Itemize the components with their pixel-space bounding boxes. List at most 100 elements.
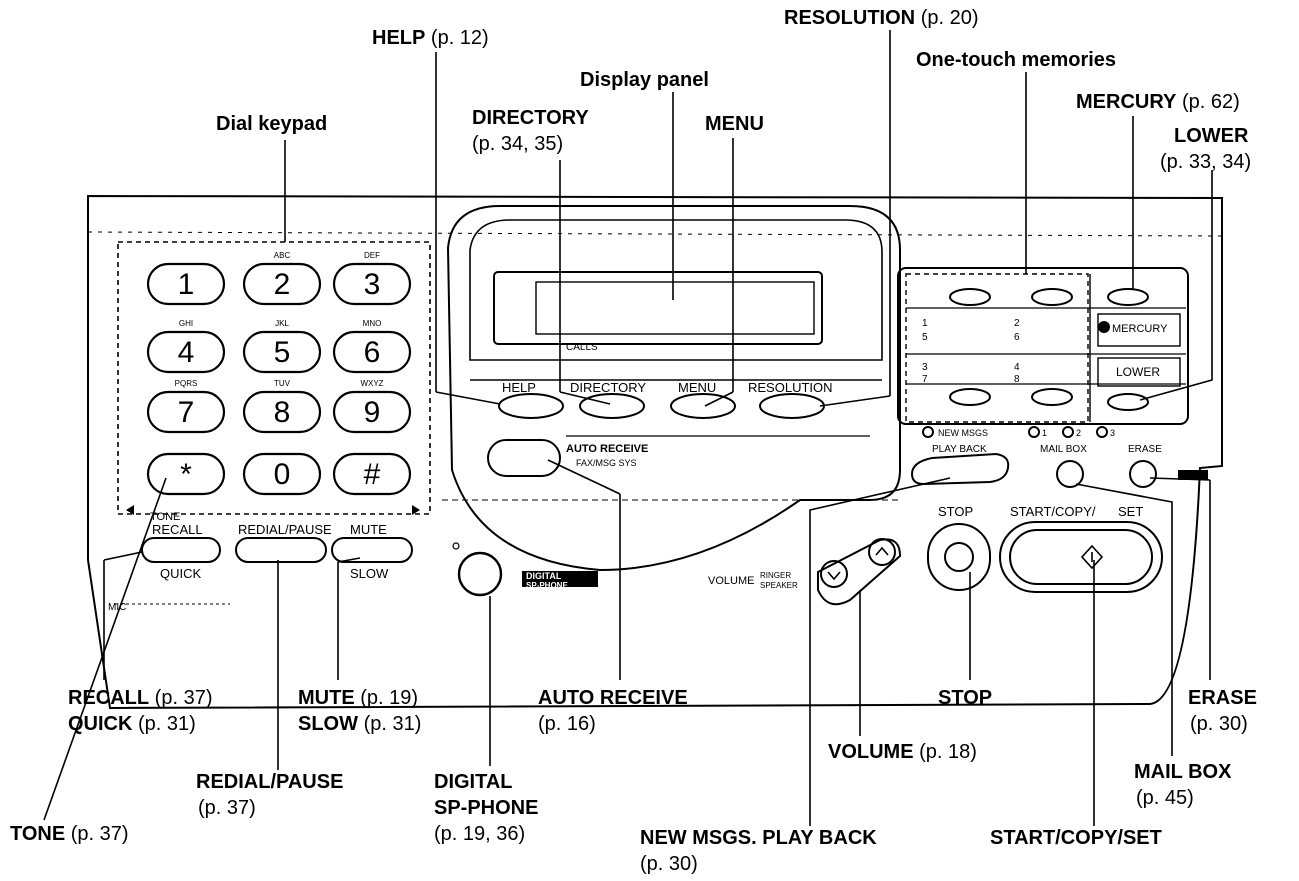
leader-tone — [43, 477, 167, 821]
callout-quick-title: QUICK — [68, 713, 133, 735]
play-back-key[interactable] — [910, 452, 1010, 486]
volume-down-key[interactable] — [820, 560, 848, 588]
start-key-label: START/COPY/ — [1010, 504, 1096, 519]
callout-lower: LOWER — [1174, 125, 1249, 147]
keypad-letters: GHI — [179, 319, 193, 328]
keypad-key-4[interactable] — [146, 330, 226, 374]
callout-slow: SLOW (p. 31) — [298, 712, 421, 736]
callout-stop: STOP — [938, 687, 993, 709]
keypad-digit: 7 — [178, 396, 195, 429]
keypad-key-7[interactable] — [146, 390, 226, 434]
directory-key[interactable] — [579, 393, 645, 419]
keypad-letters: MNO — [363, 319, 382, 328]
mute-key[interactable] — [331, 537, 413, 563]
keypad-key-star[interactable] — [146, 452, 226, 496]
mail-box-key[interactable] — [1056, 460, 1084, 488]
start-copy-set-key[interactable] — [1009, 529, 1153, 585]
auto-receive-key-label: AUTO RECEIVE — [566, 443, 648, 455]
auto-receive-key[interactable] — [487, 439, 561, 477]
callout-quick-page: (p. 31) — [138, 713, 196, 735]
digital-badge-bg — [522, 571, 598, 587]
leader-recall-2 — [103, 551, 143, 561]
digital-badge-line2: SP-PHONE — [526, 581, 568, 590]
keypad-digit: 0 — [274, 458, 291, 491]
keypad-key-1[interactable] — [146, 262, 226, 306]
keypad-key-9[interactable] — [332, 390, 412, 434]
callout-recall-title: RECALL — [68, 687, 150, 709]
memory-4: 4 — [1014, 362, 1020, 373]
recall-key[interactable] — [141, 537, 221, 563]
resolution-key-label: RESOLUTION — [748, 380, 833, 395]
callout-volume: VOLUME (p. 18) — [828, 740, 977, 764]
keypad-key-hash[interactable] — [332, 452, 412, 496]
keypad-digit: * — [180, 458, 192, 491]
display-housing — [446, 205, 901, 572]
memory-key-a[interactable] — [949, 288, 991, 306]
volume-rocker[interactable] — [817, 538, 902, 606]
redial-pause-key[interactable] — [235, 537, 327, 563]
help-key[interactable] — [498, 393, 564, 419]
callout-redial-page: (p. 37) — [198, 797, 256, 819]
menu-key-label: MENU — [678, 380, 716, 395]
keypad-key-2[interactable] — [242, 262, 322, 306]
mail-box-key-label: MAIL BOX — [1040, 444, 1087, 455]
erase-key[interactable] — [1129, 460, 1157, 488]
keypad-digit: 5 — [274, 336, 291, 369]
stop-key[interactable] — [944, 542, 974, 572]
slow-key-label: SLOW — [350, 566, 389, 581]
memory-3: 3 — [922, 362, 928, 373]
callout-redial: REDIAL/PAUSE — [196, 771, 344, 793]
lower-key[interactable] — [1107, 393, 1149, 411]
recall-key-label: RECALL — [152, 522, 203, 537]
callout-directory: DIRECTORY — [472, 107, 589, 129]
memory-2: 2 — [1014, 318, 1020, 329]
leader-erase-2 — [1149, 477, 1211, 481]
start-key-outer[interactable] — [999, 521, 1163, 593]
keypad-key-8[interactable] — [242, 390, 322, 434]
callout-mercury: MERCURY (p. 62) — [1076, 90, 1240, 114]
box-1-lamp — [1028, 426, 1040, 438]
tone-right-arrow — [412, 505, 420, 515]
display-window — [493, 271, 823, 345]
set-key-label: SET — [1118, 504, 1143, 519]
keypad-letters: PQRS — [175, 379, 198, 388]
callout-mute-title: MUTE — [298, 687, 355, 709]
memory-8: 8 — [1014, 374, 1020, 385]
memory-key-c[interactable] — [949, 388, 991, 406]
sp-phone-lamp — [452, 542, 460, 550]
callout-sp-phone: SP-PHONE — [434, 797, 539, 819]
one-touch-region — [905, 273, 1089, 423]
resolution-key[interactable] — [759, 393, 825, 419]
memory-key-d[interactable] — [1031, 388, 1073, 406]
keypad-key-5[interactable] — [242, 330, 322, 374]
mercury-key[interactable] — [1107, 288, 1149, 306]
callout-lower-page: (p. 33, 34) — [1160, 151, 1252, 173]
memory-7: 7 — [922, 374, 928, 385]
quick-key-label: QUICK — [160, 566, 202, 581]
keypad-key-3[interactable] — [332, 262, 412, 306]
erase-badge — [1178, 470, 1208, 480]
keypad-key-0[interactable] — [242, 452, 322, 496]
keypad-key-6[interactable] — [332, 330, 412, 374]
menu-key[interactable] — [670, 393, 736, 419]
memory-key-b[interactable] — [1031, 288, 1073, 306]
keypad-digit: # — [364, 458, 381, 491]
callout-directory-page: (p. 34, 35) — [472, 133, 564, 155]
callout-resolution: RESOLUTION (p. 20) — [784, 6, 979, 30]
fax-msg-label: FAX/MSG SYS — [576, 458, 637, 468]
keypad-letters: ABC — [274, 251, 291, 260]
volume-up-key[interactable] — [868, 538, 896, 566]
callout-display-panel: Display panel — [580, 69, 709, 91]
tone-left-arrow — [126, 505, 134, 515]
stop-key-outer[interactable] — [927, 523, 991, 591]
callout-menu: MENU — [705, 113, 764, 135]
new-msgs-small-label: NEW MSGS — [938, 428, 988, 438]
digital-sp-phone-key[interactable] — [457, 551, 503, 597]
keypad-letters: TUV — [274, 379, 291, 388]
callout-tone: TONE (p. 37) — [10, 822, 129, 846]
help-key-label: HELP — [502, 380, 536, 395]
memory-5: 5 — [922, 332, 928, 343]
leader-mail-box — [1075, 483, 1173, 756]
keypad-digit: 2 — [274, 268, 291, 301]
